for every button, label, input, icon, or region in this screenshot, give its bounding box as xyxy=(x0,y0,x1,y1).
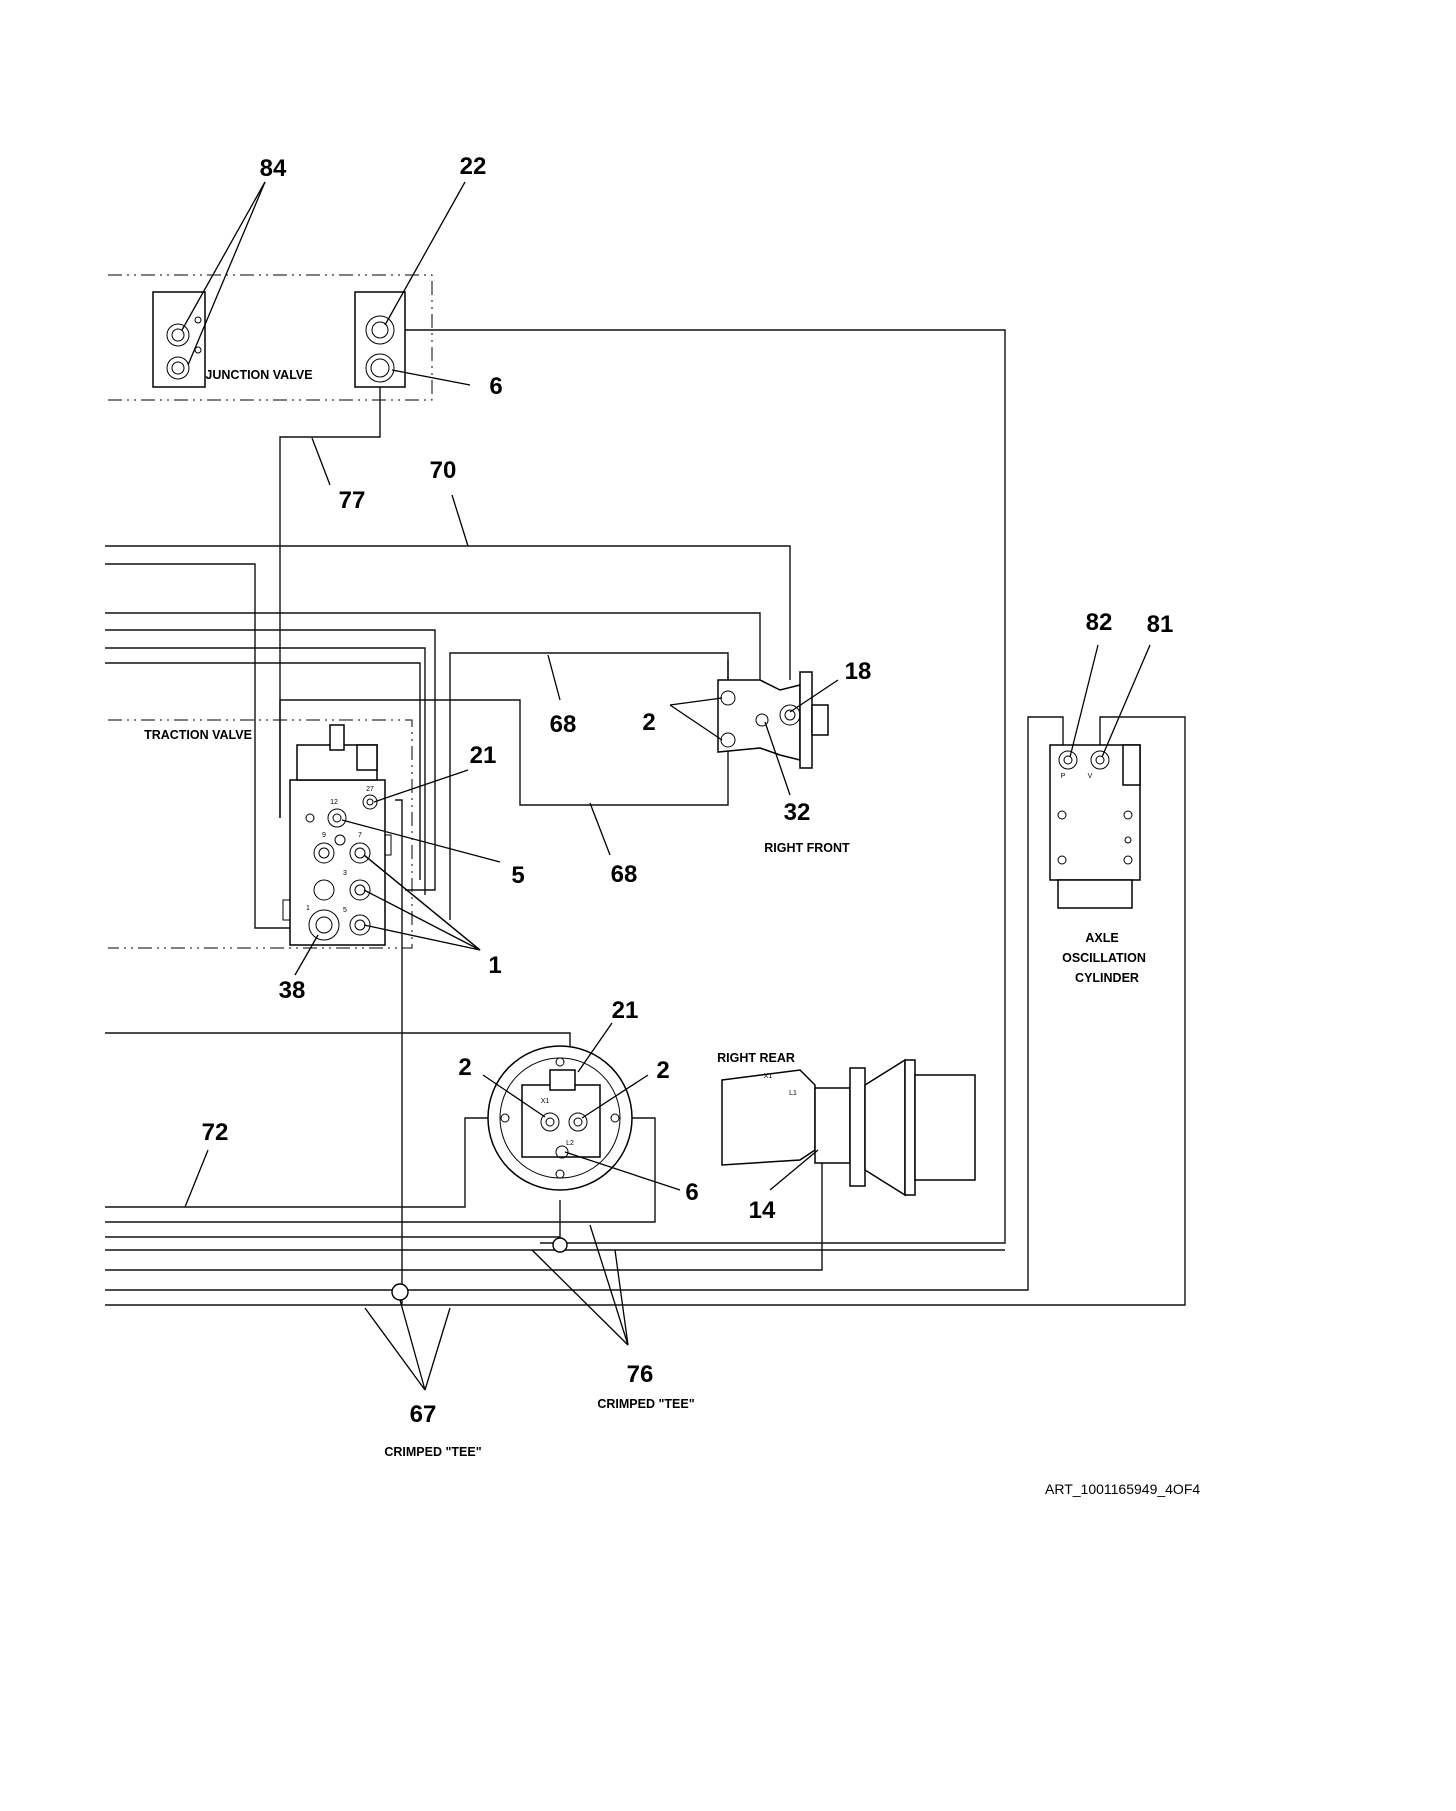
callout-2-front: 2 xyxy=(642,709,655,736)
callout-70: 70 xyxy=(430,457,457,484)
callout-84: 84 xyxy=(260,155,287,182)
label-axle: AXLE xyxy=(1085,931,1118,945)
label-oscillation: OSCILLATION xyxy=(1062,951,1146,965)
callout-68-lower: 68 xyxy=(611,861,638,888)
callout-81: 81 xyxy=(1147,611,1174,638)
label-crimped-tee-67: CRIMPED "TEE" xyxy=(384,1445,481,1459)
callout-2-rear-left: 2 xyxy=(458,1054,471,1081)
port-mark-3: 3 xyxy=(343,870,347,877)
port-mark-x1-front: X1 xyxy=(764,1073,773,1080)
port-mark-1: 1 xyxy=(306,905,310,912)
callout-1: 1 xyxy=(488,952,501,979)
label-right-rear: RIGHT REAR xyxy=(717,1051,795,1065)
component-labels: JUNCTION VALVE TRACTION VALVE RIGHT FRON… xyxy=(144,368,1200,1497)
traction-valve: 12 27 9 7 3 5 1 xyxy=(282,724,392,946)
crimped-tee-76 xyxy=(552,1237,568,1253)
callout-14: 14 xyxy=(749,1197,776,1224)
callout-76: 76 xyxy=(627,1361,654,1388)
label-crimped-tee-76: CRIMPED "TEE" xyxy=(597,1397,694,1411)
label-cylinder: CYLINDER xyxy=(1075,971,1139,985)
port-mark-x1-rear: X1 xyxy=(541,1098,550,1105)
axle-oscillation-cylinder: P V xyxy=(1049,744,1141,909)
port-mark-5: 5 xyxy=(343,907,347,914)
label-traction-valve: TRACTION VALVE xyxy=(144,728,252,742)
port-mark-l2: L2 xyxy=(566,1140,574,1147)
callout-68-upper: 68 xyxy=(550,711,577,738)
art-id: ART_1001165949_4OF4 xyxy=(1045,1481,1200,1497)
callouts: 84 22 6 77 70 68 68 2 18 32 21 5 1 38 82… xyxy=(202,153,1174,1428)
traction-valve-outline xyxy=(108,719,413,949)
hose-lines xyxy=(105,329,1186,1306)
left-rear-motor: X1 L2 xyxy=(487,1045,633,1191)
callout-21-rear: 21 xyxy=(612,997,639,1024)
callout-72: 72 xyxy=(202,1119,229,1146)
callout-2-rear-right: 2 xyxy=(656,1057,669,1084)
callout-38: 38 xyxy=(279,977,306,1004)
callout-6-rear: 6 xyxy=(685,1179,698,1206)
callout-22: 22 xyxy=(460,153,487,180)
callout-82: 82 xyxy=(1086,609,1113,636)
port-mark-l1: L1 xyxy=(789,1090,797,1097)
right-rear-motor: X1 L1 xyxy=(721,1058,976,1197)
port-mark-p: P xyxy=(1061,773,1066,780)
callout-21-traction: 21 xyxy=(470,742,497,769)
callout-18: 18 xyxy=(845,658,872,685)
port-mark-12: 12 xyxy=(330,799,338,806)
right-front-motor xyxy=(717,671,829,769)
port-mark-27: 27 xyxy=(366,786,374,793)
callout-6-junction: 6 xyxy=(489,373,502,400)
label-junction-valve: JUNCTION VALVE xyxy=(205,368,312,382)
label-right-front: RIGHT FRONT xyxy=(764,841,850,855)
crimped-tee-67 xyxy=(391,1283,409,1301)
port-mark-7: 7 xyxy=(358,832,362,839)
callout-32: 32 xyxy=(784,799,811,826)
leader-lines xyxy=(181,181,1151,1391)
port-mark-v: V xyxy=(1088,773,1093,780)
junction-valve xyxy=(152,291,406,388)
callout-67: 67 xyxy=(410,1401,437,1428)
callout-5: 5 xyxy=(511,862,524,889)
port-mark-9: 9 xyxy=(322,832,326,839)
callout-77: 77 xyxy=(339,487,366,514)
